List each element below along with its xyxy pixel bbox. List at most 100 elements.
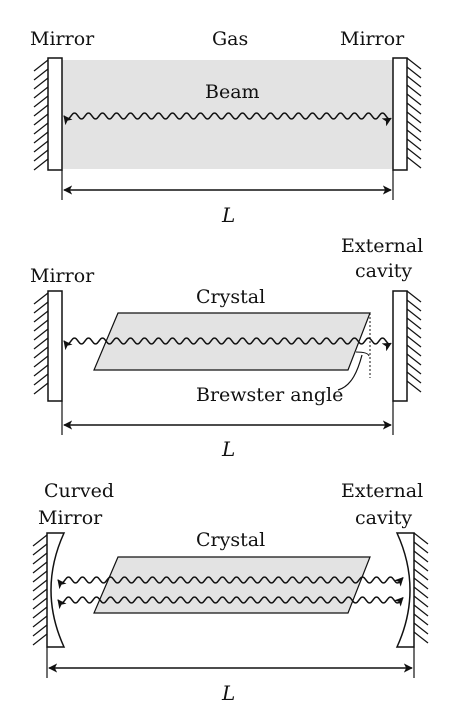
left-mirror [33, 290, 63, 402]
beam-wave-upper [57, 576, 404, 590]
hatch-line [33, 328, 49, 341]
hatch-line [32, 552, 48, 565]
hatch-line [32, 534, 48, 547]
hatch-line [33, 373, 49, 386]
hatch-line [33, 310, 49, 323]
hatch-line [33, 68, 49, 81]
hatch-line [33, 104, 49, 117]
length-dimension [61, 170, 394, 200]
panel-brewster-crystal: Mirror Crystal External cavity Brewster … [30, 235, 423, 461]
length-label: L [221, 681, 235, 705]
hatch-line [413, 595, 429, 608]
hatch-line [406, 93, 422, 106]
hatch-line [413, 568, 429, 581]
hatch-line [33, 140, 49, 153]
hatch-line [413, 577, 429, 590]
hatch-line [33, 122, 49, 135]
external-label: External [341, 235, 423, 257]
length-label: L [221, 203, 235, 227]
hatch-line [406, 362, 422, 375]
cavity-label: cavity [355, 507, 412, 529]
hatch-line [32, 597, 48, 610]
crystal-label: Crystal [196, 286, 265, 308]
hatch-line [32, 543, 48, 556]
hatch-line [406, 317, 422, 330]
hatch-line [33, 355, 49, 368]
hatch-line [33, 77, 49, 90]
right-mirror [392, 290, 422, 402]
length-label: L [221, 437, 235, 461]
hatch-line [33, 86, 49, 99]
left-curved-mirror [32, 532, 66, 648]
mirror-label: Mirror [38, 507, 103, 529]
brewster-angle-indicator [337, 313, 371, 391]
hatch-line [406, 75, 422, 88]
hatch-line [33, 346, 49, 359]
hatch-line [406, 326, 422, 339]
cavity-label: cavity [355, 260, 412, 282]
hatch-line [406, 371, 422, 384]
brewster-angle-label: Brewster angle [196, 384, 343, 406]
hatch-line [406, 380, 422, 393]
panel-gas-laser: Mirror Gas Mirror Beam L [30, 28, 422, 227]
crystal-slab [93, 556, 371, 614]
hatch-line [406, 308, 422, 321]
hatch-line [413, 559, 429, 572]
hatch-line [413, 613, 429, 626]
hatch-line [406, 102, 422, 115]
hatch-line [32, 588, 48, 601]
left-mirror-label: Mirror [30, 265, 95, 287]
hatch-line [406, 344, 422, 357]
hatch-line [33, 59, 49, 72]
left-mirror-label: Mirror [30, 28, 95, 50]
hatch-line [33, 149, 49, 162]
hatch-line [33, 158, 49, 171]
beam-wave-lower [57, 596, 404, 610]
beam-label: Beam [205, 81, 260, 103]
hatch-line [406, 84, 422, 97]
hatch-line [33, 337, 49, 350]
hatch-line [406, 111, 422, 124]
right-mirror-label: Mirror [340, 28, 405, 50]
hatch-line [32, 561, 48, 574]
hatch-line [32, 570, 48, 583]
hatch-line [406, 129, 422, 142]
hatch-line [33, 364, 49, 377]
hatch-line [33, 131, 49, 144]
hatch-line [406, 66, 422, 79]
hatch-line [32, 579, 48, 592]
hatch-line [413, 541, 429, 554]
hatch-line [406, 120, 422, 133]
hatch-line [32, 606, 48, 619]
hatch-line [33, 95, 49, 108]
left-mirror [33, 57, 63, 171]
right-curved-mirror [395, 532, 429, 648]
hatch-line [32, 624, 48, 637]
curved-label: Curved [44, 480, 114, 502]
hatch-line [406, 353, 422, 366]
panel-curved-mirror: Curved Mirror Crystal External cavity L [32, 480, 429, 705]
beam-wave [63, 112, 392, 127]
hatch-line [413, 532, 429, 545]
external-label: External [341, 480, 423, 502]
beam-wave [63, 337, 392, 352]
hatch-line [406, 335, 422, 348]
hatch-line [406, 299, 422, 312]
hatch-line [413, 550, 429, 563]
hatch-line [413, 604, 429, 617]
hatch-line [406, 156, 422, 169]
hatch-line [33, 301, 49, 314]
hatch-line [33, 382, 49, 395]
hatch-line [33, 292, 49, 305]
right-mirror [392, 57, 422, 171]
gas-label: Gas [212, 28, 248, 50]
hatch-line [406, 138, 422, 151]
hatch-line [32, 615, 48, 628]
crystal-label: Crystal [196, 529, 265, 551]
hatch-line [413, 631, 429, 644]
length-dimension [61, 401, 394, 435]
hatch-line [413, 622, 429, 635]
hatch-line [406, 57, 422, 70]
hatch-line [33, 113, 49, 126]
